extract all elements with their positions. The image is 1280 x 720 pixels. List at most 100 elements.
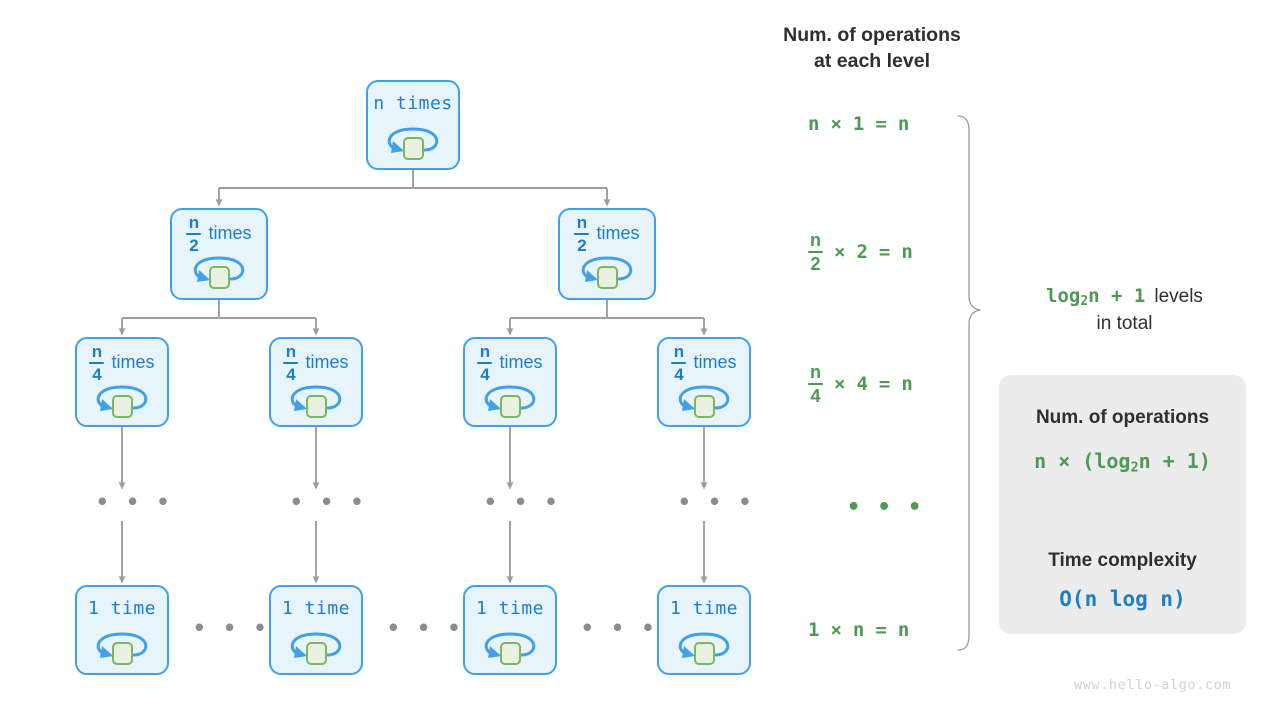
self-loop-icon <box>96 632 148 665</box>
levels-formula: log2n + 1 <box>1046 285 1146 310</box>
fraction-numerator: n <box>810 361 821 382</box>
operations-token: = <box>875 619 887 641</box>
operations-token: = <box>878 373 891 395</box>
fraction-numerator: n <box>188 213 200 233</box>
operations-token: = <box>875 113 887 135</box>
operations-token: × <box>834 373 846 395</box>
node-label-word: times <box>596 223 640 243</box>
tree-vertical-ellipsis-2: • • • <box>484 490 560 514</box>
tree-node-level-bottom-3: 1 time <box>657 585 751 675</box>
levels-note: log2n + 1 levels in total <box>1012 283 1237 338</box>
tree-horizontal-ellipsis-2: • • • <box>581 616 657 640</box>
self-loop-icon <box>290 385 342 418</box>
operations-token: n <box>897 619 910 641</box>
row-level-bottom: 1×n=n <box>808 614 909 646</box>
node-loop <box>668 375 740 426</box>
operations-title-line2: at each level <box>814 50 930 73</box>
node-label-word: times <box>111 352 155 372</box>
tree-vertical-ellipsis-1: • • • <box>290 490 366 514</box>
levels-note-line2: in total <box>1096 313 1153 335</box>
operations-title-line1: Num. of operations <box>783 24 961 46</box>
row-level-2: n 4 × 4 = n <box>808 363 913 405</box>
operation-box-icon <box>500 395 521 418</box>
fraction-bar <box>186 232 202 236</box>
summary-card: Num. of operations n × (log2n + 1) Time … <box>999 375 1246 634</box>
operation-box-icon <box>694 395 715 418</box>
fraction-denominator: 4 <box>674 364 684 384</box>
operations-ellipsis: • • • <box>847 495 924 520</box>
node-label-text: 1 time <box>475 597 545 619</box>
self-loop-icon <box>387 127 439 160</box>
operations-token: 1 <box>852 113 865 135</box>
tree-vertical-ellipsis-0: • • • <box>96 490 172 514</box>
levels-word: levels <box>1154 286 1203 307</box>
operations-token: 4 <box>856 373 868 395</box>
operations-token: n <box>897 113 910 135</box>
node-label: n times <box>373 94 452 113</box>
row-level-0: n×1=n <box>808 108 909 140</box>
fraction-denominator: 4 <box>810 386 821 407</box>
node-loop <box>86 375 158 426</box>
watermark: www.hello-algo.com <box>1074 677 1232 693</box>
fraction-bar <box>574 232 590 236</box>
operations-token: × <box>834 241 846 263</box>
fraction-denominator: 2 <box>577 235 587 255</box>
node-loop <box>474 622 546 673</box>
node-label-word: times <box>208 223 252 243</box>
node-label-text: 1 time <box>669 597 739 619</box>
self-loop-icon <box>581 256 633 289</box>
operations-token: n <box>901 373 913 395</box>
operation-box-icon <box>597 266 618 289</box>
self-loop-icon <box>96 385 148 418</box>
node-loop <box>280 622 352 673</box>
operations-token: 1 <box>808 619 820 641</box>
operation-box-icon <box>306 395 327 418</box>
node-label-text: n times <box>373 92 453 114</box>
fraction-bar <box>477 361 493 365</box>
node-label: 1 time <box>670 599 738 618</box>
fraction-numerator: n <box>673 342 685 362</box>
operations-token: × <box>830 113 842 135</box>
operation-box-icon <box>403 137 424 160</box>
node-label: 1 time <box>476 599 544 618</box>
fraction-numerator: n <box>285 342 297 362</box>
fraction-denominator: 4 <box>480 364 490 384</box>
fraction-bar <box>283 361 299 365</box>
tree-vertical-ellipsis-3: • • • <box>678 490 754 514</box>
fraction-bar <box>89 361 105 365</box>
node-label: 1 time <box>88 599 156 618</box>
fraction-numerator: n <box>576 213 588 233</box>
operation-box-icon <box>209 266 230 289</box>
operation-box-icon <box>112 395 133 418</box>
summary-heading-operations: Num. of operations <box>1035 407 1210 428</box>
node-label-word: times <box>305 352 349 372</box>
tree-horizontal-ellipsis-1: • • • <box>387 616 463 640</box>
node-label-text: 1 time <box>281 597 351 619</box>
node-loop <box>86 622 158 673</box>
tree-node-level-bottom-2: 1 time <box>463 585 557 675</box>
fraction-denominator: 2 <box>189 235 199 255</box>
operation-box-icon <box>112 642 133 665</box>
node-label-word: times <box>499 352 543 372</box>
node-loop <box>668 622 740 673</box>
node-loop <box>474 375 546 426</box>
fraction-numerator: n <box>479 342 491 362</box>
operation-box-icon <box>306 642 327 665</box>
